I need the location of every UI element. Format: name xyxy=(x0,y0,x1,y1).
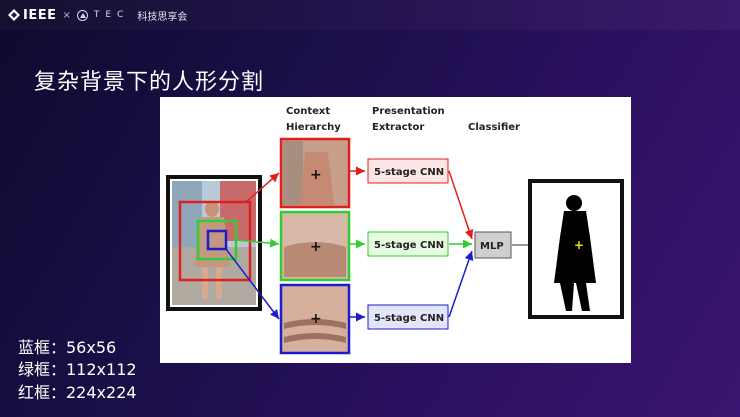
pipeline-diagram: Context Hierarchy Presentation Extractor… xyxy=(160,97,631,363)
slide-title: 复杂背景下的人形分割 xyxy=(34,64,264,96)
svg-text:MLP: MLP xyxy=(480,241,504,252)
svg-text:5-stage CNN: 5-stage CNN xyxy=(374,313,444,324)
cnn-box-green: 5-stage CNN xyxy=(368,232,448,256)
cnn-box-red: 5-stage CNN xyxy=(368,159,448,183)
segmentation-figure: Context Hierarchy Presentation Extractor… xyxy=(160,97,631,363)
header-hierarchy: Hierarchy xyxy=(286,122,341,133)
svg-text:5-stage CNN: 5-stage CNN xyxy=(374,240,444,251)
header-extractor: Extractor xyxy=(372,122,424,133)
header-bar: IEEE × TEC 科技思享会 xyxy=(0,0,740,30)
context-crop-red: + xyxy=(281,139,349,207)
output-silhouette: + xyxy=(530,181,622,317)
brand-subtitle: 科技思享会 xyxy=(137,8,187,23)
brand-ieee: IEEE xyxy=(23,8,56,23)
input-image xyxy=(168,177,260,309)
caption-red-box: 红框：224x224 xyxy=(18,379,137,403)
header-classifier: Classifier xyxy=(468,122,520,133)
ieee-diamond-icon xyxy=(8,9,20,21)
caption-blue-box: 蓝框：56x56 xyxy=(18,334,116,358)
svg-text:+: + xyxy=(574,238,584,252)
svg-text:+: + xyxy=(310,239,322,255)
header-context: Context xyxy=(286,106,330,117)
brand-tec: TEC xyxy=(77,10,129,21)
brand-tec-text: TEC xyxy=(94,10,129,20)
tec-a-icon xyxy=(77,10,88,21)
context-crop-blue: + xyxy=(281,285,349,353)
svg-text:+: + xyxy=(310,311,322,327)
brand-separator: × xyxy=(62,10,70,21)
header-presentation: Presentation xyxy=(372,106,445,117)
caption-green-box: 绿框：112x112 xyxy=(18,356,137,380)
svg-text:+: + xyxy=(310,167,322,183)
svg-text:5-stage CNN: 5-stage CNN xyxy=(374,167,444,178)
cnn-box-blue: 5-stage CNN xyxy=(368,305,448,329)
context-crop-green: + xyxy=(281,212,349,280)
mlp-box: MLP xyxy=(475,232,511,258)
